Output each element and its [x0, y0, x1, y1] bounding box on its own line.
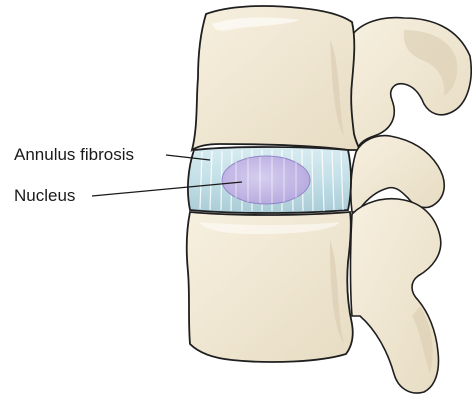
nucleus-label: Nucleus: [14, 187, 75, 204]
lower-vertebral-body: [187, 212, 353, 362]
nucleus-region: [222, 156, 310, 204]
annulus-fibrosis-label: Annulus fibrosis: [14, 146, 134, 163]
